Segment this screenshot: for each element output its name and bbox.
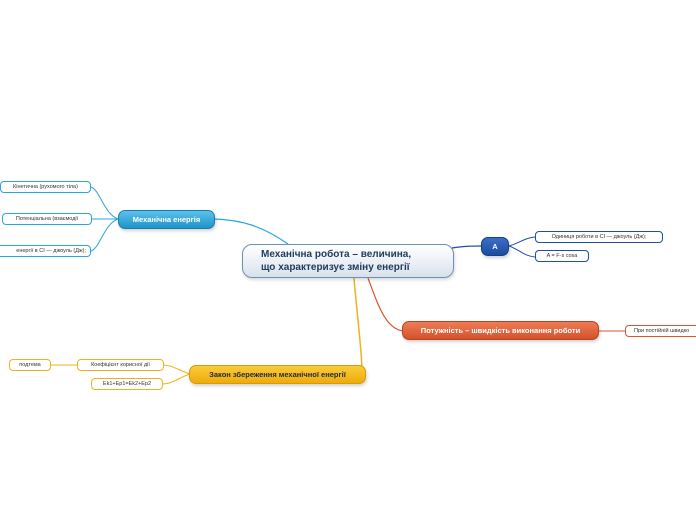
subtopic-efficiency[interactable]: Коефіцієнт корисної дії (77, 359, 164, 371)
subtopic-label: Кінетична (рухомого тіла) (13, 184, 78, 190)
link-a-units (508, 236, 536, 247)
subtopic-label: Одиниця роботи в СІ — джоуль (Дж); (551, 234, 647, 240)
link-central-mech-energy (213, 218, 289, 245)
link-cons-efficiency (162, 364, 191, 375)
link-central-power (367, 277, 405, 332)
link-cons-formula (162, 373, 191, 385)
subtopic-label: Ek1+Ep1=Ek2+Ep2 (102, 381, 152, 387)
subtopic-label: подтема (19, 362, 41, 368)
subtopic-work-units[interactable]: Одиниця роботи в СІ — джоуль (Дж); (535, 231, 663, 243)
subtopic-label: Потенціальна (взаємодії (15, 216, 79, 222)
link-central-conservation (353, 277, 363, 373)
main-topic-label: Механічна енергія (132, 215, 201, 224)
main-topic-label: Закон збереження механічної енергії (209, 370, 346, 379)
subtopic-label: A = F·s cosa (546, 253, 578, 259)
link-a-formula (508, 245, 536, 258)
subtopic-placeholder[interactable]: подтема (9, 359, 51, 371)
central-topic-line1: Механічна робота – величина, (261, 249, 412, 260)
main-topic-conservation[interactable]: Закон збереження механічної енергії (189, 365, 366, 384)
subtopic-constant-speed[interactable]: При постійній швидко (625, 325, 696, 337)
subtopic-energy-units[interactable]: енергії в СІ — джоуль (Дж); (0, 245, 91, 257)
central-topic[interactable]: Механічна робота – величина, що характер… (242, 244, 454, 278)
main-topic-power[interactable]: Потужність – швидкість виконання роботи (402, 321, 599, 340)
subtopic-label: енергії в СІ — джоуль (Дж); (16, 248, 86, 254)
link-mech-units (90, 218, 119, 252)
main-topic-label: A (492, 242, 498, 251)
subtopic-work-formula[interactable]: A = F·s cosa (535, 250, 589, 262)
subtopic-label: При постійній швидко (634, 328, 690, 334)
subtopic-potential[interactable]: Потенціальна (взаємодії (2, 213, 92, 225)
main-topic-label: Потужність – швидкість виконання роботи (420, 326, 581, 335)
main-topic-mech-energy[interactable]: Механічна енергія (118, 210, 215, 229)
main-topic-a[interactable]: A (481, 237, 509, 256)
link-central-a (451, 245, 483, 249)
link-mech-kinetic (90, 186, 119, 220)
subtopic-energy-formula[interactable]: Ek1+Ep1=Ek2+Ep2 (91, 378, 163, 390)
central-topic-line2: що характеризує зміну енергії (261, 262, 410, 273)
subtopic-kinetic[interactable]: Кінетична (рухомого тіла) (0, 181, 91, 193)
subtopic-label: Коефіцієнт корисної дії (91, 362, 150, 368)
